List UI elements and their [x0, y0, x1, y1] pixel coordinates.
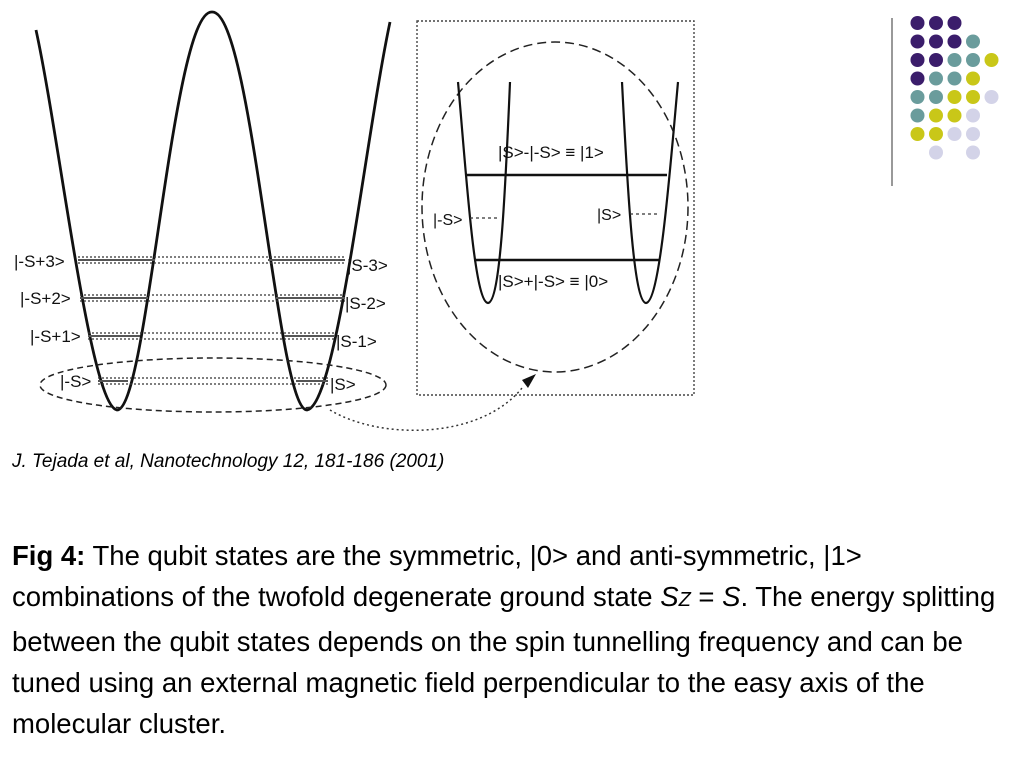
decorative-dot [947, 127, 962, 141]
decorative-dot [929, 16, 943, 30]
inset-right-state-label: |S> [597, 207, 621, 224]
decorative-dot [966, 90, 980, 104]
decorative-dot [910, 53, 925, 67]
decorative-dot [929, 90, 943, 104]
inset-left-well [456, 81, 512, 305]
inset-right-well [620, 81, 680, 305]
caption-text-continued: . The energy splitting between the qubit… [12, 581, 996, 739]
sz-subscript: Z [678, 589, 691, 611]
decorative-dot [947, 108, 962, 123]
left-level-label: |-S+3> [14, 252, 65, 271]
decorative-dot [929, 145, 943, 160]
decorative-dot [984, 90, 999, 104]
decorative-dot [910, 16, 925, 30]
decorative-dot [947, 71, 962, 86]
decorative-dot [966, 71, 980, 86]
sz-symbol: S [660, 581, 679, 612]
zoom-connector [329, 387, 523, 432]
ground-state-label: |S>+|-S> ≡ |0> [498, 272, 608, 291]
equals-sign: = [690, 581, 723, 612]
zoom-arrowhead [522, 374, 536, 388]
figure-caption: Fig 4: The qubit states are the symmetri… [12, 535, 1017, 744]
double-well-curve [34, 10, 392, 412]
decorative-dot [929, 71, 943, 86]
left-level-label: |-S+1> [30, 327, 81, 346]
decorative-dot [947, 90, 962, 104]
double-well-diagram: |-S+3> |-S+2> |-S+1> |-S> |S-3> |S-2> |S… [14, 10, 695, 432]
decorative-dot [910, 108, 925, 123]
citation: J. Tejada et al, Nanotechnology 12, 181-… [12, 451, 445, 472]
right-level-label: |S-3> [347, 256, 388, 275]
decorative-dot [910, 127, 925, 141]
level-segments [78, 259, 345, 382]
inset-left-state-label: |-S> [433, 212, 463, 229]
left-level-label: |-S> [60, 372, 91, 391]
decorative-dot [929, 34, 943, 49]
decorative-dot [984, 53, 999, 67]
left-level-label: |-S+2> [20, 289, 71, 308]
decorative-dot [910, 71, 925, 86]
decorative-dot [947, 53, 962, 67]
decorative-dot [929, 108, 943, 123]
decorative-dot [966, 34, 980, 49]
decorative-dot [966, 145, 980, 160]
inset-frame [416, 20, 695, 396]
decorative-dots [891, 16, 999, 186]
decorative-dot [947, 34, 962, 49]
decorative-dot [910, 90, 925, 104]
right-level-label: |S-1> [336, 332, 377, 351]
decorative-dot [966, 53, 980, 67]
decorative-dot [966, 127, 980, 141]
energy-levels [78, 256, 345, 385]
figure-label: Fig 4: [12, 540, 86, 571]
inset-magnifier [421, 41, 689, 373]
decorative-dot [910, 34, 925, 49]
ground-state-highlight [39, 357, 387, 413]
right-level-label: |S> [330, 375, 356, 394]
decorative-dot [966, 108, 980, 123]
excited-state-label: |S>-|-S> ≡ |1> [498, 143, 604, 162]
s-symbol: S [722, 581, 741, 612]
right-level-label: |S-2> [345, 294, 386, 313]
caption-text: The qubit states are the symmetric, |0> … [12, 540, 862, 612]
decorative-dot [929, 53, 943, 67]
decorative-dot [929, 127, 943, 141]
decorative-dot [947, 16, 962, 30]
